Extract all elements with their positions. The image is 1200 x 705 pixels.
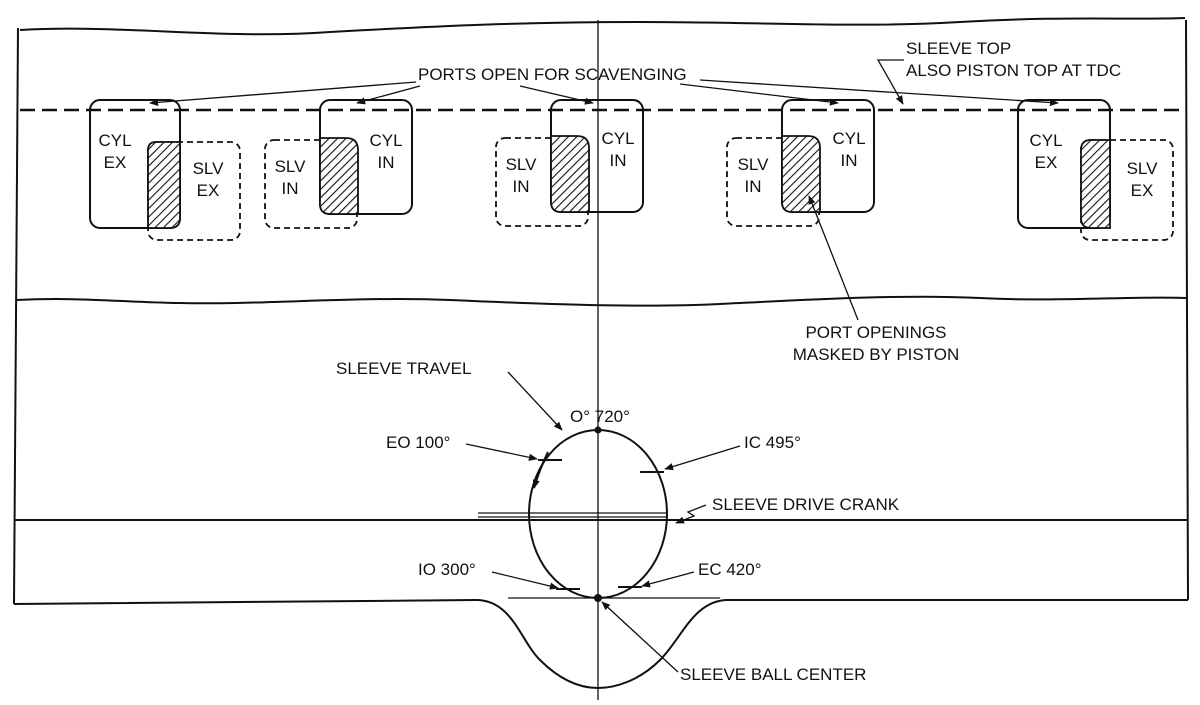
scavenge-leader-3: [519, 85, 594, 105]
port-3-slv-type: IN: [513, 177, 530, 196]
port-2-slv-label: SLV: [275, 157, 307, 176]
lower-wavy-break-line: [15, 295, 1187, 307]
port-openings-leader: [808, 195, 859, 321]
port-1-slv-label: SLV: [193, 159, 225, 178]
masked-port-opening: [550, 135, 590, 213]
ec-leader: [641, 571, 695, 588]
left-border-line: [13, 27, 19, 605]
scavenge-leader-2: [356, 85, 421, 105]
masked-port-opening: [781, 135, 821, 213]
sleeve-top-leader: [876, 59, 904, 105]
port-openings-label: PORT OPENINGS: [805, 323, 946, 342]
ball-center-label: SLEEVE BALL CENTER: [680, 665, 866, 684]
port-2-cyl-label: CYL: [369, 131, 402, 150]
port-1-slv-type: EX: [197, 181, 220, 200]
masked-port-opening: [147, 141, 181, 229]
port-3-cyl-type: IN: [610, 151, 627, 170]
scavenge-leader-5: [699, 79, 1059, 107]
port-group-3: SLV IN CYL IN: [495, 99, 644, 227]
sleeve-top-sublabel: ALSO PISTON TOP AT TDC: [906, 61, 1121, 80]
drive-crank-label: SLEEVE DRIVE CRANK: [712, 495, 900, 514]
port-group-5: CYL EX SLV EX: [1017, 99, 1174, 241]
port-5-slv-type: EX: [1131, 181, 1154, 200]
ball-center-leader: [601, 601, 679, 673]
port-3-cyl-label: CYL: [601, 129, 634, 148]
io-leader: [491, 571, 559, 590]
sleeve-travel-label: SLEEVE TRAVEL: [336, 359, 471, 378]
upper-wavy-break-line: [19, 17, 1186, 36]
port-5-cyl-label: CYL: [1029, 131, 1062, 150]
scavenge-leader-1: [149, 81, 417, 106]
port-group-2: SLV IN CYL IN: [264, 99, 413, 229]
port-5-cyl-type: EX: [1035, 153, 1058, 172]
port-5-slv-label: SLV: [1127, 159, 1159, 178]
port-openings-sublabel: MASKED BY PISTON: [793, 345, 960, 364]
scavenge-leader-4: [679, 83, 839, 106]
masked-port-opening: [1080, 139, 1111, 229]
masked-port-opening: [319, 137, 359, 215]
eo-leader: [465, 443, 538, 461]
ports-open-label: PORTS OPEN FOR SCAVENGING: [418, 65, 687, 84]
io-label: IO 300°: [418, 560, 476, 579]
port-1-cyl-label: CYL: [98, 131, 131, 150]
port-4-cyl-label: CYL: [832, 129, 865, 148]
port-4-slv-label: SLV: [738, 155, 770, 174]
zero-720-label: O° 720°: [570, 407, 630, 426]
port-4-cyl-type: IN: [841, 151, 858, 170]
right-border-line: [1185, 19, 1189, 601]
eo-label: EO 100°: [386, 433, 450, 452]
sleeve-top-label: SLEEVE TOP: [906, 39, 1011, 58]
port-group-1: CYL EX SLV EX: [89, 99, 241, 241]
port-group-4: SLV IN CYL IN: [726, 99, 875, 227]
port-2-slv-type: IN: [282, 179, 299, 198]
port-1-cyl-type: EX: [104, 153, 127, 172]
rotation-direction-arrow: [532, 451, 549, 489]
drive-crank-leader: [675, 504, 707, 524]
tdc-point: [594, 426, 602, 434]
port-2-cyl-type: IN: [378, 153, 395, 172]
port-4-slv-type: IN: [745, 177, 762, 196]
sleeve-travel-leader: [507, 371, 563, 431]
port-3-slv-label: SLV: [506, 155, 538, 174]
ic-label: IC 495°: [744, 433, 801, 452]
lower-body-outline: [13, 598, 1188, 690]
ic-leader: [664, 445, 741, 471]
ec-label: EC 420°: [698, 560, 762, 579]
sleeve-ball-center-point: [594, 594, 602, 602]
